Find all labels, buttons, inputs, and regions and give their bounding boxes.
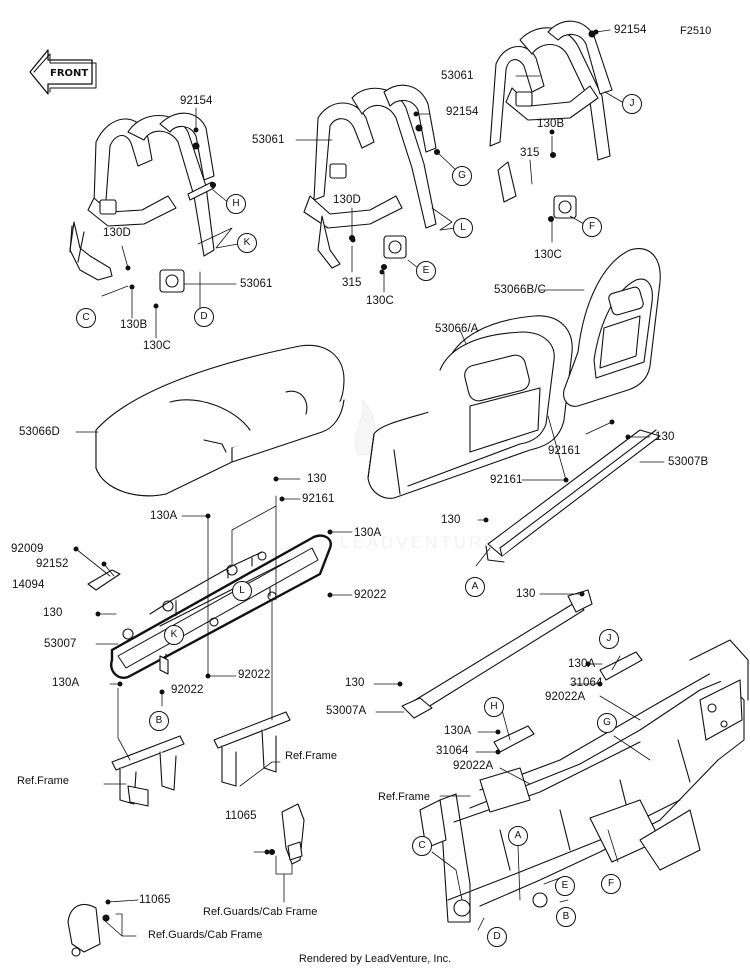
footer-credit: Rendered by LeadVenture, Inc. bbox=[298, 953, 452, 965]
callout-K-frame: K bbox=[164, 625, 184, 645]
front-arrow-icon: FRONT bbox=[29, 49, 97, 95]
part-31064-a: 31064 bbox=[570, 677, 603, 689]
part-11065-lower: 11065 bbox=[139, 894, 171, 906]
callout-F-right: F bbox=[582, 217, 602, 237]
part-130-f: 130 bbox=[345, 677, 365, 689]
part-130D-left: 130D bbox=[103, 227, 131, 239]
callout-K-left: K bbox=[237, 233, 257, 253]
callout-B-frame: B bbox=[149, 711, 169, 731]
callout-G-middle: G bbox=[452, 166, 472, 186]
part-130A-b: 130A bbox=[354, 527, 382, 539]
part-130-e: 130 bbox=[516, 588, 536, 600]
callout-A-lower: A bbox=[508, 826, 528, 846]
seat-back-left bbox=[367, 315, 573, 499]
part-53007A: 53007A bbox=[326, 705, 367, 717]
part-53061-left: 53061 bbox=[240, 278, 273, 290]
part-130D-middle: 130D bbox=[333, 194, 361, 206]
bracket-31064-upper bbox=[599, 651, 643, 681]
part-92154-right: 92154 bbox=[614, 24, 647, 36]
part-92022-a: 92022 bbox=[354, 589, 387, 601]
callout-J-right: J bbox=[622, 94, 642, 114]
watermark-logo: LEADVENTURE bbox=[340, 399, 499, 552]
seat-belt-right-assembly bbox=[489, 20, 613, 223]
part-130-b: 130 bbox=[441, 514, 461, 526]
callout-D-lower: D bbox=[487, 927, 507, 947]
part-130-a: 130 bbox=[655, 431, 675, 443]
bench-seat-cushion bbox=[95, 344, 345, 497]
seat-back-right bbox=[563, 248, 661, 407]
part-315-middle: 315 bbox=[342, 277, 362, 289]
part-53066A: 53066/A bbox=[435, 323, 479, 335]
part-31064-b: 31064 bbox=[436, 745, 469, 757]
callout-C-lower: C bbox=[412, 836, 432, 856]
part-53066D: 53066D bbox=[19, 426, 60, 438]
callout-J-lower: J bbox=[599, 629, 619, 649]
part-92154-middle: 92154 bbox=[446, 106, 479, 118]
part-53061-right: 53061 bbox=[441, 70, 474, 82]
part-315-right: 315 bbox=[520, 147, 540, 159]
part-92161-c: 92161 bbox=[302, 493, 335, 505]
part-53061-middle: 53061 bbox=[252, 134, 285, 146]
part-130B-right: 130B bbox=[537, 118, 565, 130]
part-92161-a: 92161 bbox=[548, 445, 581, 457]
leader-lines bbox=[75, 29, 665, 937]
callout-D-left: D bbox=[194, 307, 214, 327]
callout-L-frame: L bbox=[232, 581, 252, 601]
ref-frame-left: Ref.Frame bbox=[17, 775, 69, 787]
callout-L-middle: L bbox=[453, 218, 473, 238]
part-130C-left: 130C bbox=[143, 340, 171, 352]
part-14094: 14094 bbox=[12, 579, 45, 591]
front-label: FRONT bbox=[50, 68, 88, 79]
callout-B-lower: B bbox=[556, 907, 576, 927]
seat-frame-53007 bbox=[110, 534, 332, 679]
ref-frame-right: Ref.Frame bbox=[378, 791, 430, 803]
part-130A-d: 130A bbox=[568, 658, 596, 670]
ref-frame-middle: Ref.Frame bbox=[285, 750, 337, 762]
callout-C-left: C bbox=[76, 308, 96, 328]
callout-G-lower: G bbox=[597, 713, 617, 733]
part-92022-c: 92022 bbox=[171, 684, 204, 696]
part-11065-upper: 11065 bbox=[225, 810, 257, 822]
part-53007: 53007 bbox=[44, 638, 77, 650]
part-130B-left: 130B bbox=[120, 319, 148, 331]
bracket-14094 bbox=[87, 569, 121, 591]
part-130C-middle: 130C bbox=[366, 295, 394, 307]
part-92022-b: 92022 bbox=[238, 669, 271, 681]
part-130-d: 130 bbox=[43, 607, 63, 619]
frame-bracket-right bbox=[213, 711, 291, 787]
seat-belt-middle-assembly bbox=[303, 84, 441, 271]
bracket-31064-lower bbox=[493, 725, 535, 753]
cross-member-53007a bbox=[401, 589, 593, 719]
figure-code: F2510 bbox=[680, 25, 712, 37]
part-92152: 92152 bbox=[36, 558, 69, 570]
part-130A-a: 130A bbox=[150, 510, 178, 522]
callout-H-lower: H bbox=[484, 697, 504, 717]
part-92009: 92009 bbox=[11, 543, 44, 555]
part-130A-c: 130A bbox=[52, 677, 80, 689]
part-130C-right: 130C bbox=[534, 249, 562, 261]
part-130A-e: 130A bbox=[444, 725, 472, 737]
part-130-c: 130 bbox=[307, 473, 327, 485]
part-53066BC: 53066B/C bbox=[494, 284, 546, 296]
callout-E-lower: E bbox=[555, 876, 575, 896]
callout-A-seat: A bbox=[465, 577, 485, 597]
guard-bracket-upper bbox=[268, 803, 305, 865]
ref-guards-upper: Ref.Guards/Cab Frame bbox=[203, 906, 318, 918]
ref-guards-lower: Ref.Guards/Cab Frame bbox=[148, 929, 263, 941]
callout-F-lower: F bbox=[601, 874, 621, 894]
part-92022A-a: 92022A bbox=[545, 691, 586, 703]
part-92154-left: 92154 bbox=[180, 95, 213, 107]
callout-H-left: H bbox=[226, 194, 246, 214]
part-92161-b: 92161 bbox=[490, 474, 523, 486]
guard-bracket-lower bbox=[67, 904, 110, 957]
watermark-text: LEADVENTURE bbox=[340, 533, 499, 552]
part-53007B: 53007B bbox=[668, 456, 709, 468]
part-92022A-b: 92022A bbox=[453, 760, 494, 772]
seat-belt-left-assembly bbox=[69, 112, 217, 293]
callout-E-middle: E bbox=[416, 261, 436, 281]
seat-rail-53007b bbox=[485, 429, 661, 563]
